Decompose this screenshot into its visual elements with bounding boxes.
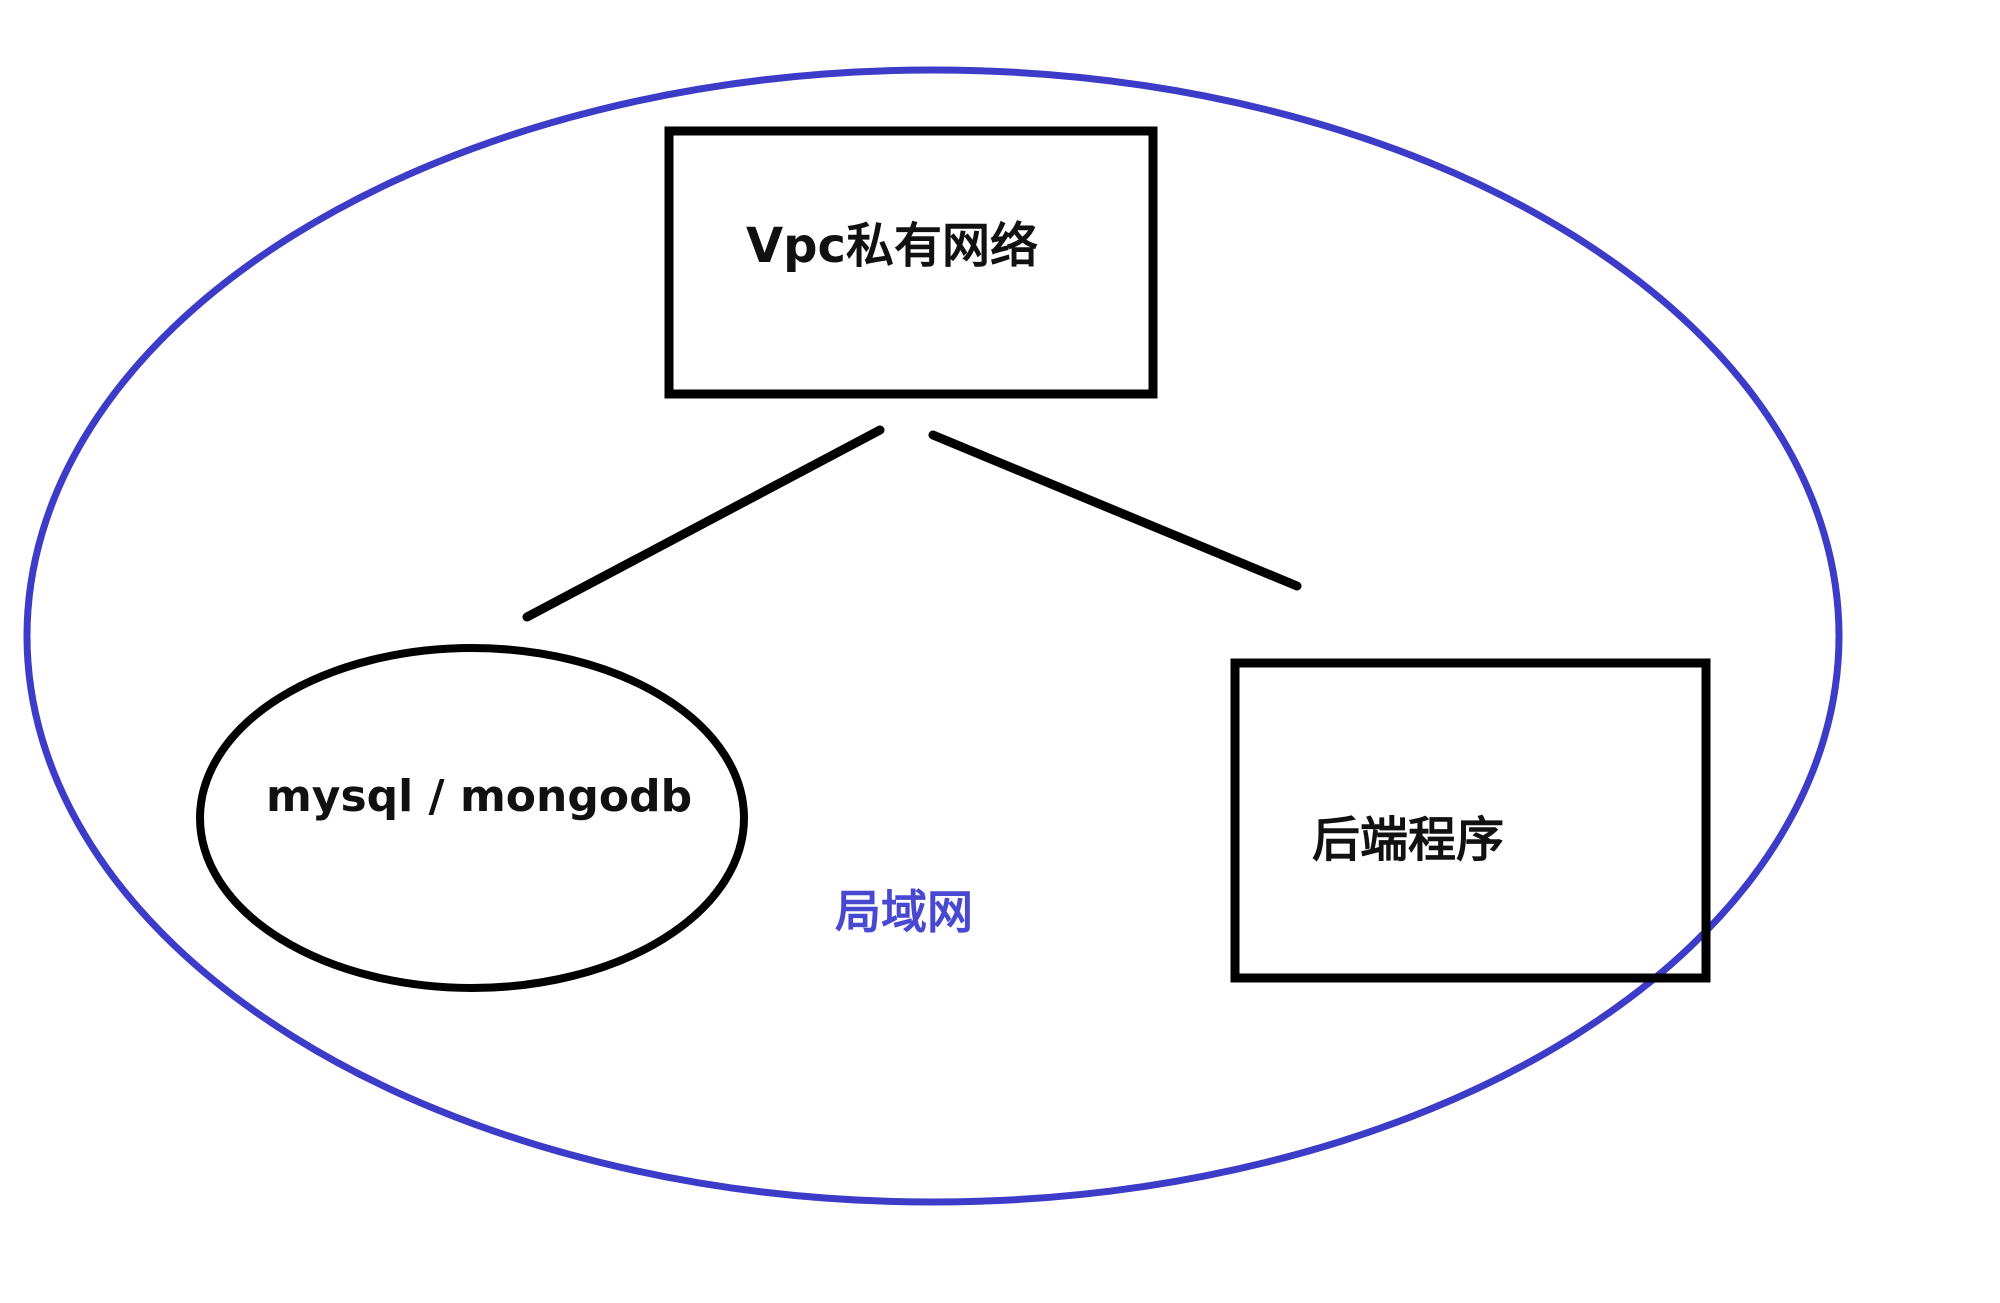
database-label: mysql / mongodb xyxy=(266,771,692,822)
vpc-label: Vpc私有网络 xyxy=(746,218,1038,274)
database-ellipse xyxy=(196,644,748,992)
vpc-box xyxy=(664,126,1158,399)
backend-label: 后端程序 xyxy=(1312,812,1504,868)
vpc-to-backend-connector xyxy=(928,430,1302,591)
lan-boundary-ellipse xyxy=(23,66,1843,1206)
backend-box xyxy=(1230,658,1711,983)
vpc-to-db-connector xyxy=(522,425,885,622)
lan-label: 局域网 xyxy=(835,885,973,939)
